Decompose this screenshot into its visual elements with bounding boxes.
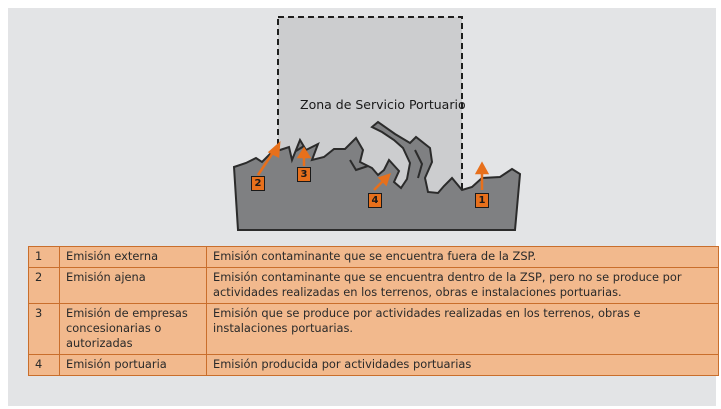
row-number: 4	[28, 354, 60, 376]
marker-2: 2	[251, 176, 265, 191]
row-number: 3	[28, 303, 60, 355]
arrow-2	[256, 150, 276, 176]
marker-1: 1	[475, 193, 489, 208]
port-zone-diagram	[232, 16, 522, 231]
marker-4: 4	[368, 193, 382, 208]
table-row: 2 Emisión ajena Emisión contaminante que…	[28, 267, 719, 304]
row-description: Emisión que se produce por actividades r…	[206, 303, 719, 355]
row-description: Emisión producida por actividades portua…	[206, 354, 719, 376]
row-description: Emisión contaminante que se encuentra de…	[206, 267, 719, 304]
arrow-3-head	[296, 146, 312, 159]
row-name: Emisión portuaria	[59, 354, 207, 376]
coastline-land	[232, 120, 522, 231]
marker-3: 3	[297, 167, 311, 182]
table-row: 1 Emisión externa Emisión contaminante q…	[28, 246, 719, 268]
row-number: 2	[28, 267, 60, 304]
row-description: Emisión contaminante que se encuentra fu…	[206, 246, 719, 268]
arrow-2-head	[267, 140, 281, 158]
dock-outline	[295, 145, 424, 179]
row-name: Emisión externa	[59, 246, 207, 268]
arrow-4-head	[377, 173, 391, 187]
row-name: Emisión de empresas concesionarias o aut…	[59, 303, 207, 355]
legend-table: 1 Emisión externa Emisión contaminante q…	[28, 246, 719, 376]
row-name: Emisión ajena	[59, 267, 207, 304]
row-number: 1	[28, 246, 60, 268]
zone-label: Zona de Servicio Portuario	[300, 97, 466, 112]
table-row: 3 Emisión de empresas concesionarias o a…	[28, 303, 719, 355]
arrow-1-head	[474, 161, 490, 175]
table-row: 4 Emisión portuaria Emisión producida po…	[28, 354, 719, 376]
